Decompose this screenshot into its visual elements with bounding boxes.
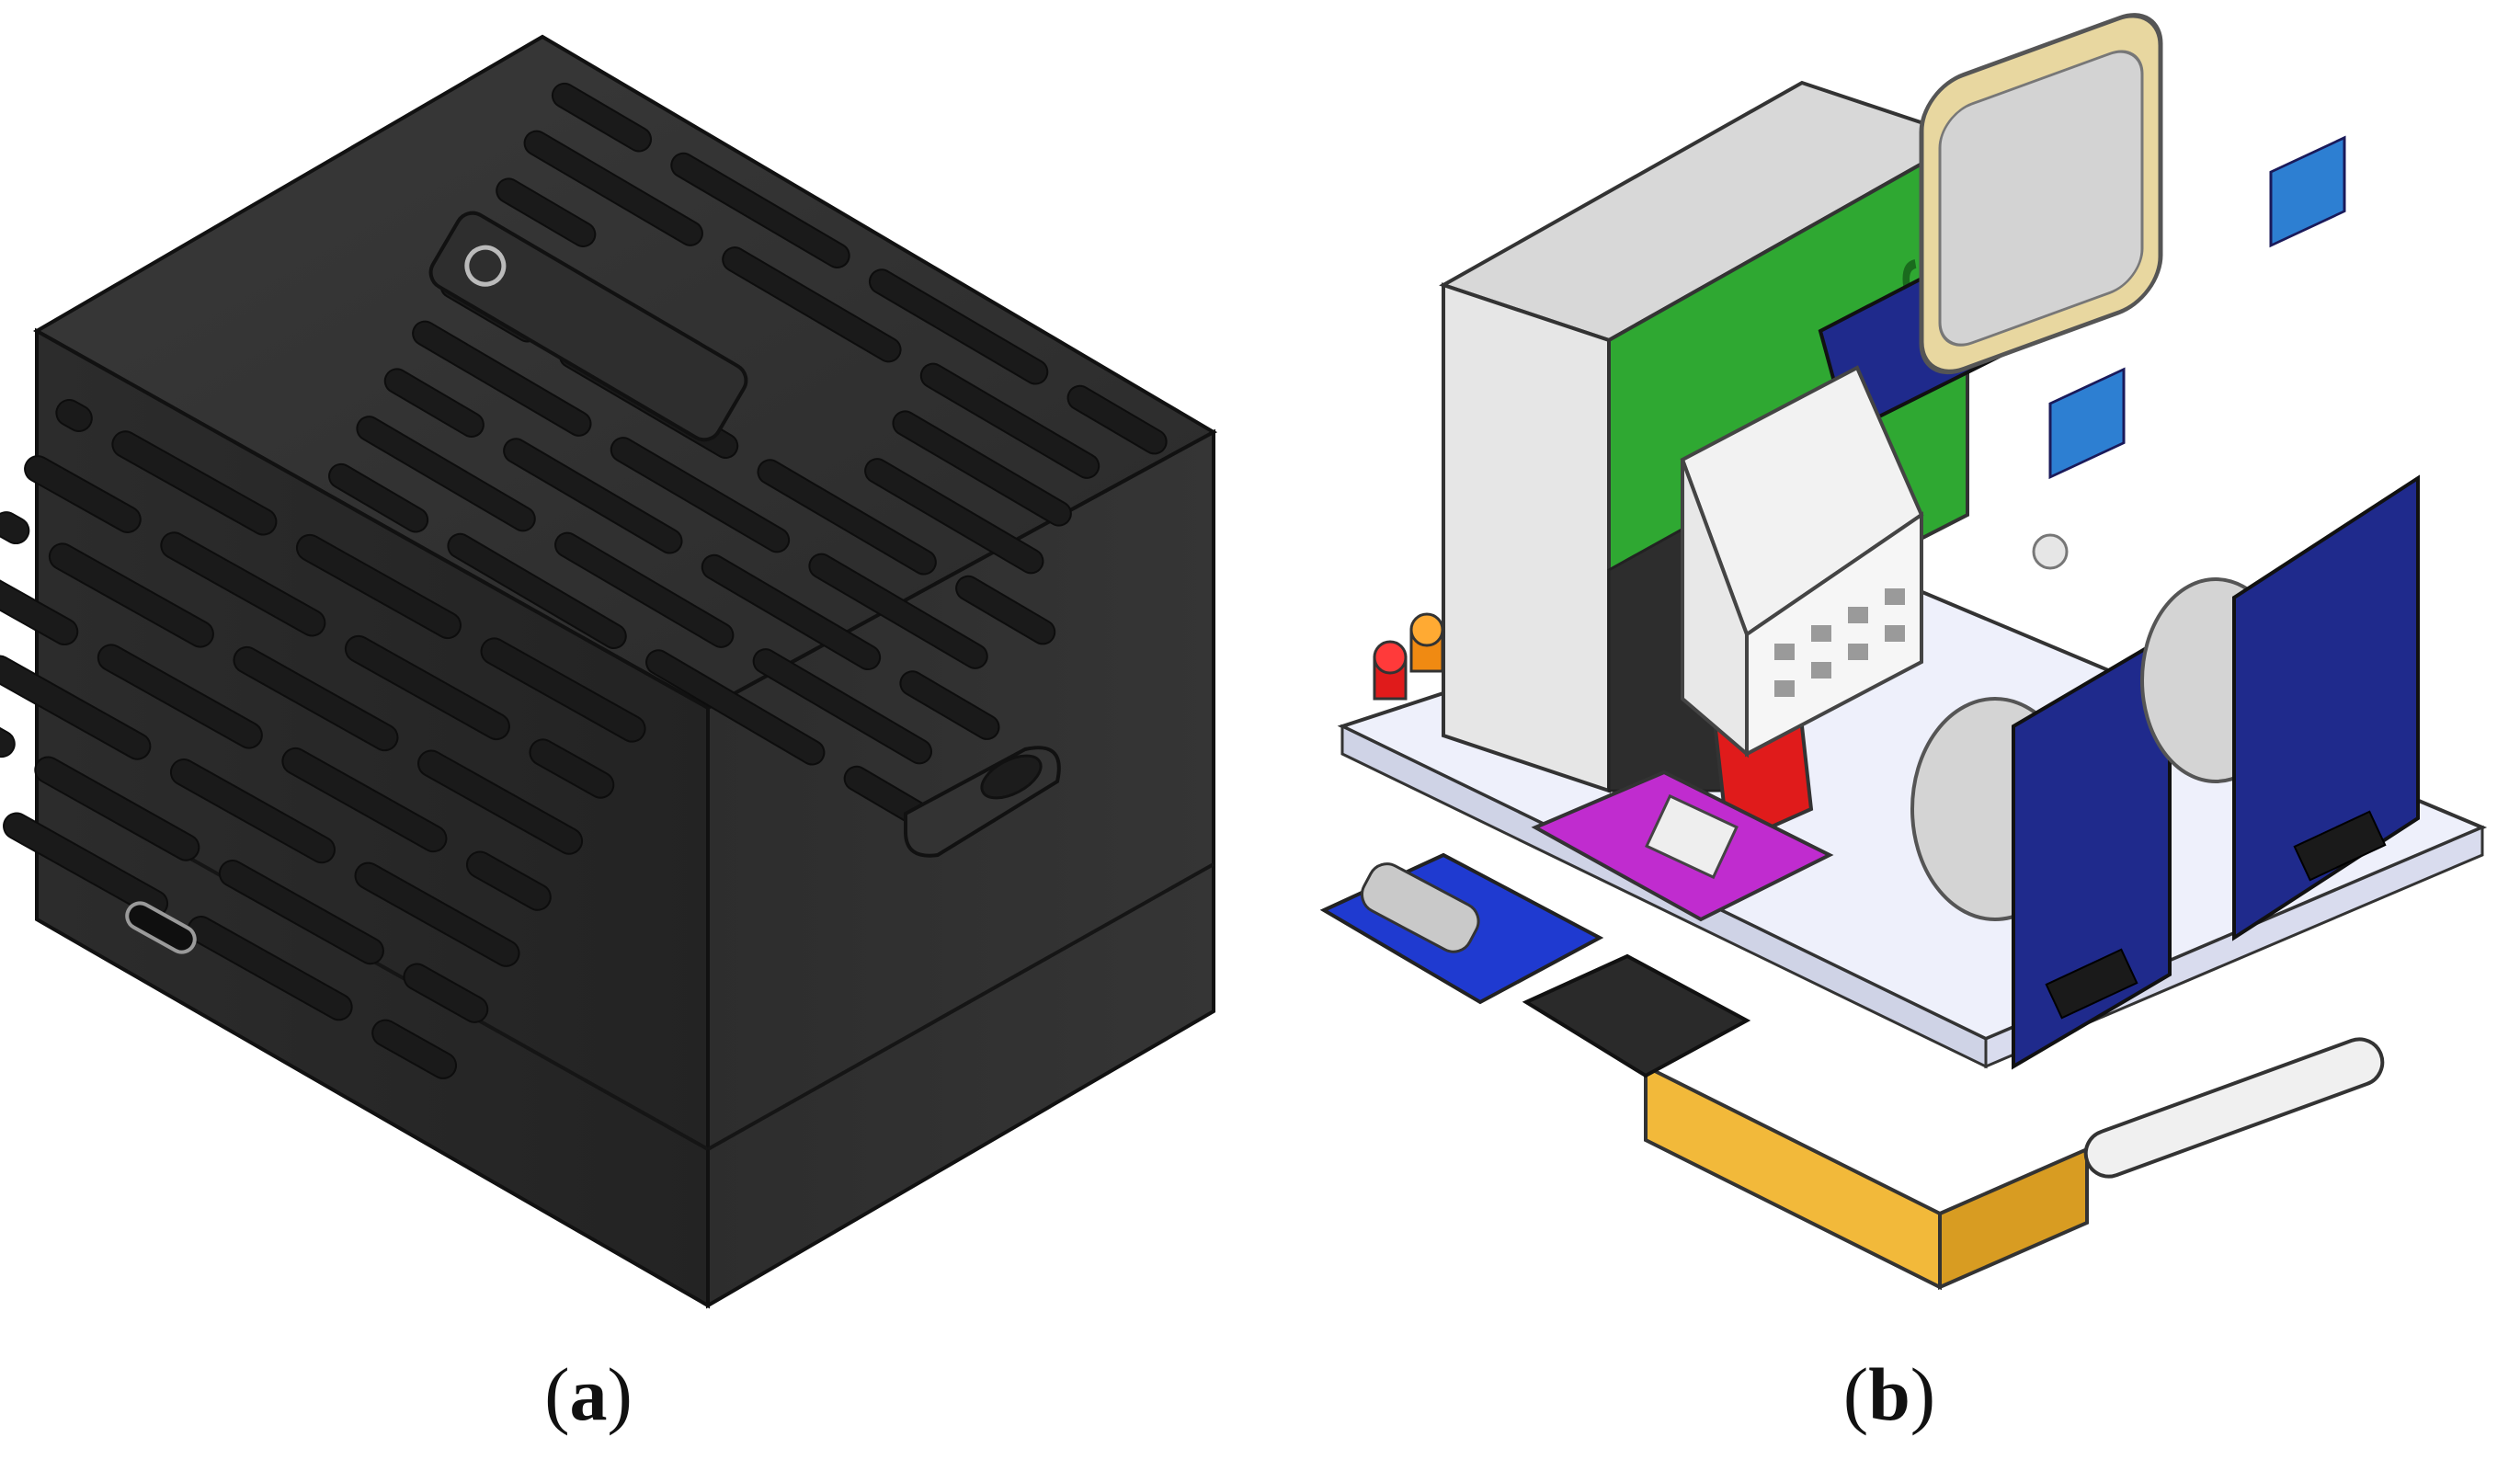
purple-sensor-board <box>1531 770 1834 922</box>
caption-close: ) <box>1910 1352 1936 1436</box>
caption-a: (a) <box>405 1351 772 1438</box>
front-vent-slots <box>0 399 646 1079</box>
caption-b: (b) <box>1705 1351 2073 1438</box>
dht-sensor <box>1680 365 1924 849</box>
mq-sensor-board-2 <box>2140 135 2420 941</box>
panel-a: (a) <box>0 34 1218 1438</box>
caption-letter: a <box>569 1352 608 1436</box>
usb-port <box>125 901 197 954</box>
charger-board <box>1522 953 1751 1078</box>
enclosure-render <box>0 34 1218 1309</box>
led-red <box>1373 640 1408 701</box>
gold-sensor <box>1919 13 2163 570</box>
caption-open: ( <box>544 1352 570 1436</box>
caption-open: ( <box>1842 1352 1869 1436</box>
caption-close: ) <box>607 1352 633 1436</box>
panel-b: SE <box>1260 0 2520 1471</box>
usb-c-board <box>1319 852 1604 1005</box>
q-air-logo-icon <box>464 245 507 287</box>
assembly-render: SE <box>1319 13 2488 1291</box>
battery <box>1644 1037 2385 1291</box>
mq-sensor-board-1 <box>1910 367 2172 1070</box>
side-mount-tab <box>904 746 1061 858</box>
led-orange <box>1409 612 1444 673</box>
caption-letter: b <box>1868 1352 1910 1436</box>
enclosure-seam-line <box>707 862 1214 1151</box>
logo-plate <box>428 211 748 442</box>
